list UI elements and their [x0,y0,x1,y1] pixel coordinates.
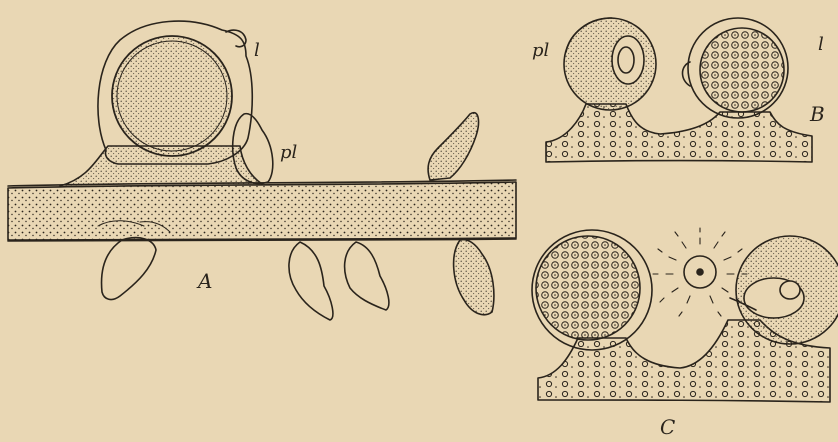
panel-b-antheridium-label: pl [532,42,549,60]
panel-b-right-oospore [700,28,784,112]
panel-c-free-cell-nucleus [697,269,703,275]
panel-c-right-antheridium-inner [780,281,800,299]
panel-b-label: B [810,104,825,124]
panel-b-oogonium-label: l [818,36,824,54]
panel-c-label: C [660,417,675,437]
panel-a-hypha-band [8,182,516,240]
panel-a-oospore [112,36,232,156]
panel-a-label: A [198,271,212,291]
panel-b-left-antheridium-inner [618,47,634,73]
panel-c-left-oospore [536,236,640,340]
panel-a-antheridium-label: pl [280,144,297,162]
panel-a-oogonium-label: l [254,42,260,60]
